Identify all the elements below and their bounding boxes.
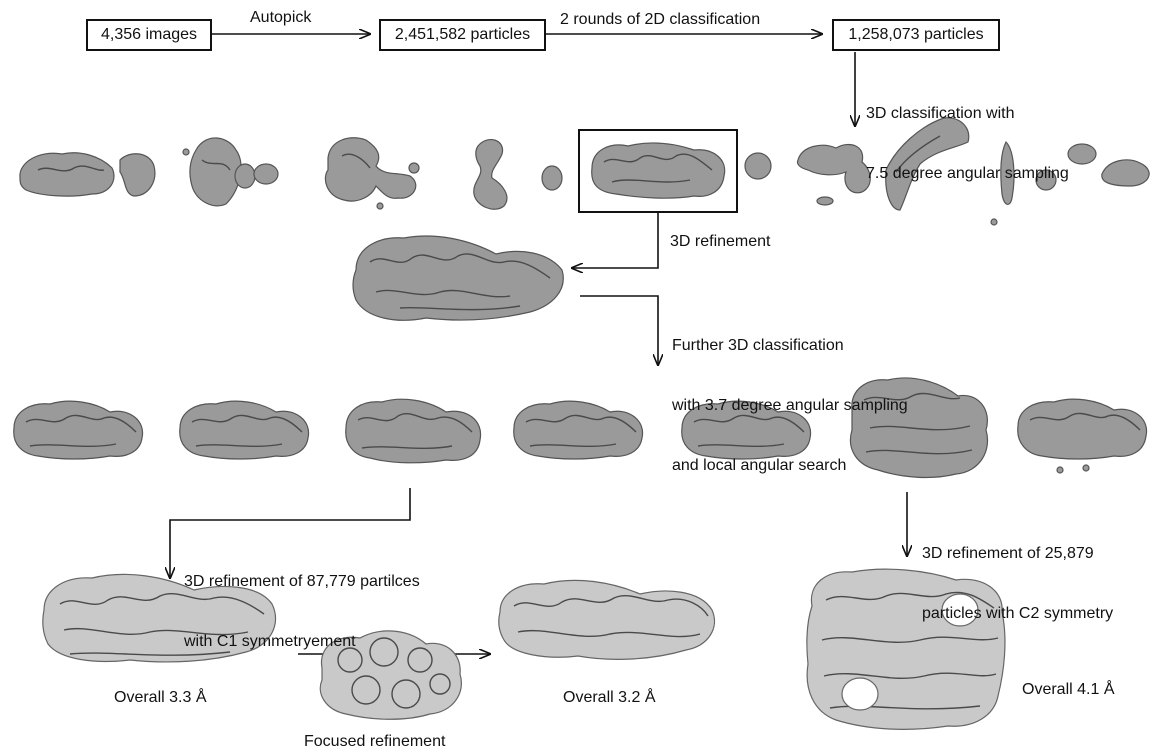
label-refine-c1: 3D refinement of 87,779 partilces with C… — [184, 532, 420, 692]
arrow-further-classification — [580, 296, 658, 365]
label-further-line3: and local angular search — [672, 456, 908, 476]
refined-map-1 — [353, 236, 563, 320]
label-3d-classification-line2: 7.5 degree angular sampling — [866, 164, 1069, 184]
class3d-map-1 — [20, 153, 155, 196]
label-refine-c1-line1: 3D refinement of 87,779 partilces — [184, 572, 420, 592]
label-3d-classification: 3D classification with 7.5 degree angula… — [866, 64, 1069, 224]
label-further-line2: with 3.7 degree angular sampling — [672, 396, 908, 416]
label-focused-refinement: Focused refinement — [304, 732, 445, 752]
class3d-map-3 — [325, 138, 419, 209]
box-images: 4,356 images — [86, 19, 212, 51]
arrow-3d-refinement — [572, 212, 658, 268]
label-overall-c1: Overall 3.3 Å — [114, 688, 206, 708]
further-class-map-4 — [514, 401, 643, 459]
further-class-map-7 — [1018, 399, 1147, 473]
label-refine-c2: 3D refinement of 25,879 particles with C… — [922, 504, 1113, 664]
final-map-focused — [499, 580, 715, 659]
label-3d-refinement: 3D refinement — [670, 232, 771, 252]
class3d-map-2 — [183, 138, 278, 206]
label-autopick: Autopick — [250, 8, 311, 28]
further-class-map-2 — [180, 401, 309, 459]
further-class-map-3 — [346, 399, 481, 463]
class3d-map-selected — [579, 130, 771, 212]
label-3d-classification-line1: 3D classification with — [866, 104, 1069, 124]
class3d-map-4 — [474, 140, 562, 210]
label-refine-c2-line2: particles with C2 symmetry — [922, 604, 1113, 624]
label-2d-classification: 2 rounds of 2D classification — [560, 10, 760, 30]
label-overall-c2: Overall 4.1 Å — [1022, 680, 1114, 700]
class3d-map-6 — [797, 144, 870, 205]
box-particles-classified: 1,258,073 particles — [832, 19, 1000, 51]
box-particles-picked: 2,451,582 particles — [379, 19, 546, 51]
label-further-line1: Further 3D classification — [672, 336, 908, 356]
label-refine-c1-line2: with C1 symmetryement — [184, 632, 420, 652]
further-class-map-1 — [14, 401, 143, 459]
label-overall-focused: Overall 3.2 Å — [563, 688, 655, 708]
label-further-classification: Further 3D classification with 3.7 degre… — [672, 296, 908, 516]
label-refine-c2-line1: 3D refinement of 25,879 — [922, 544, 1113, 564]
